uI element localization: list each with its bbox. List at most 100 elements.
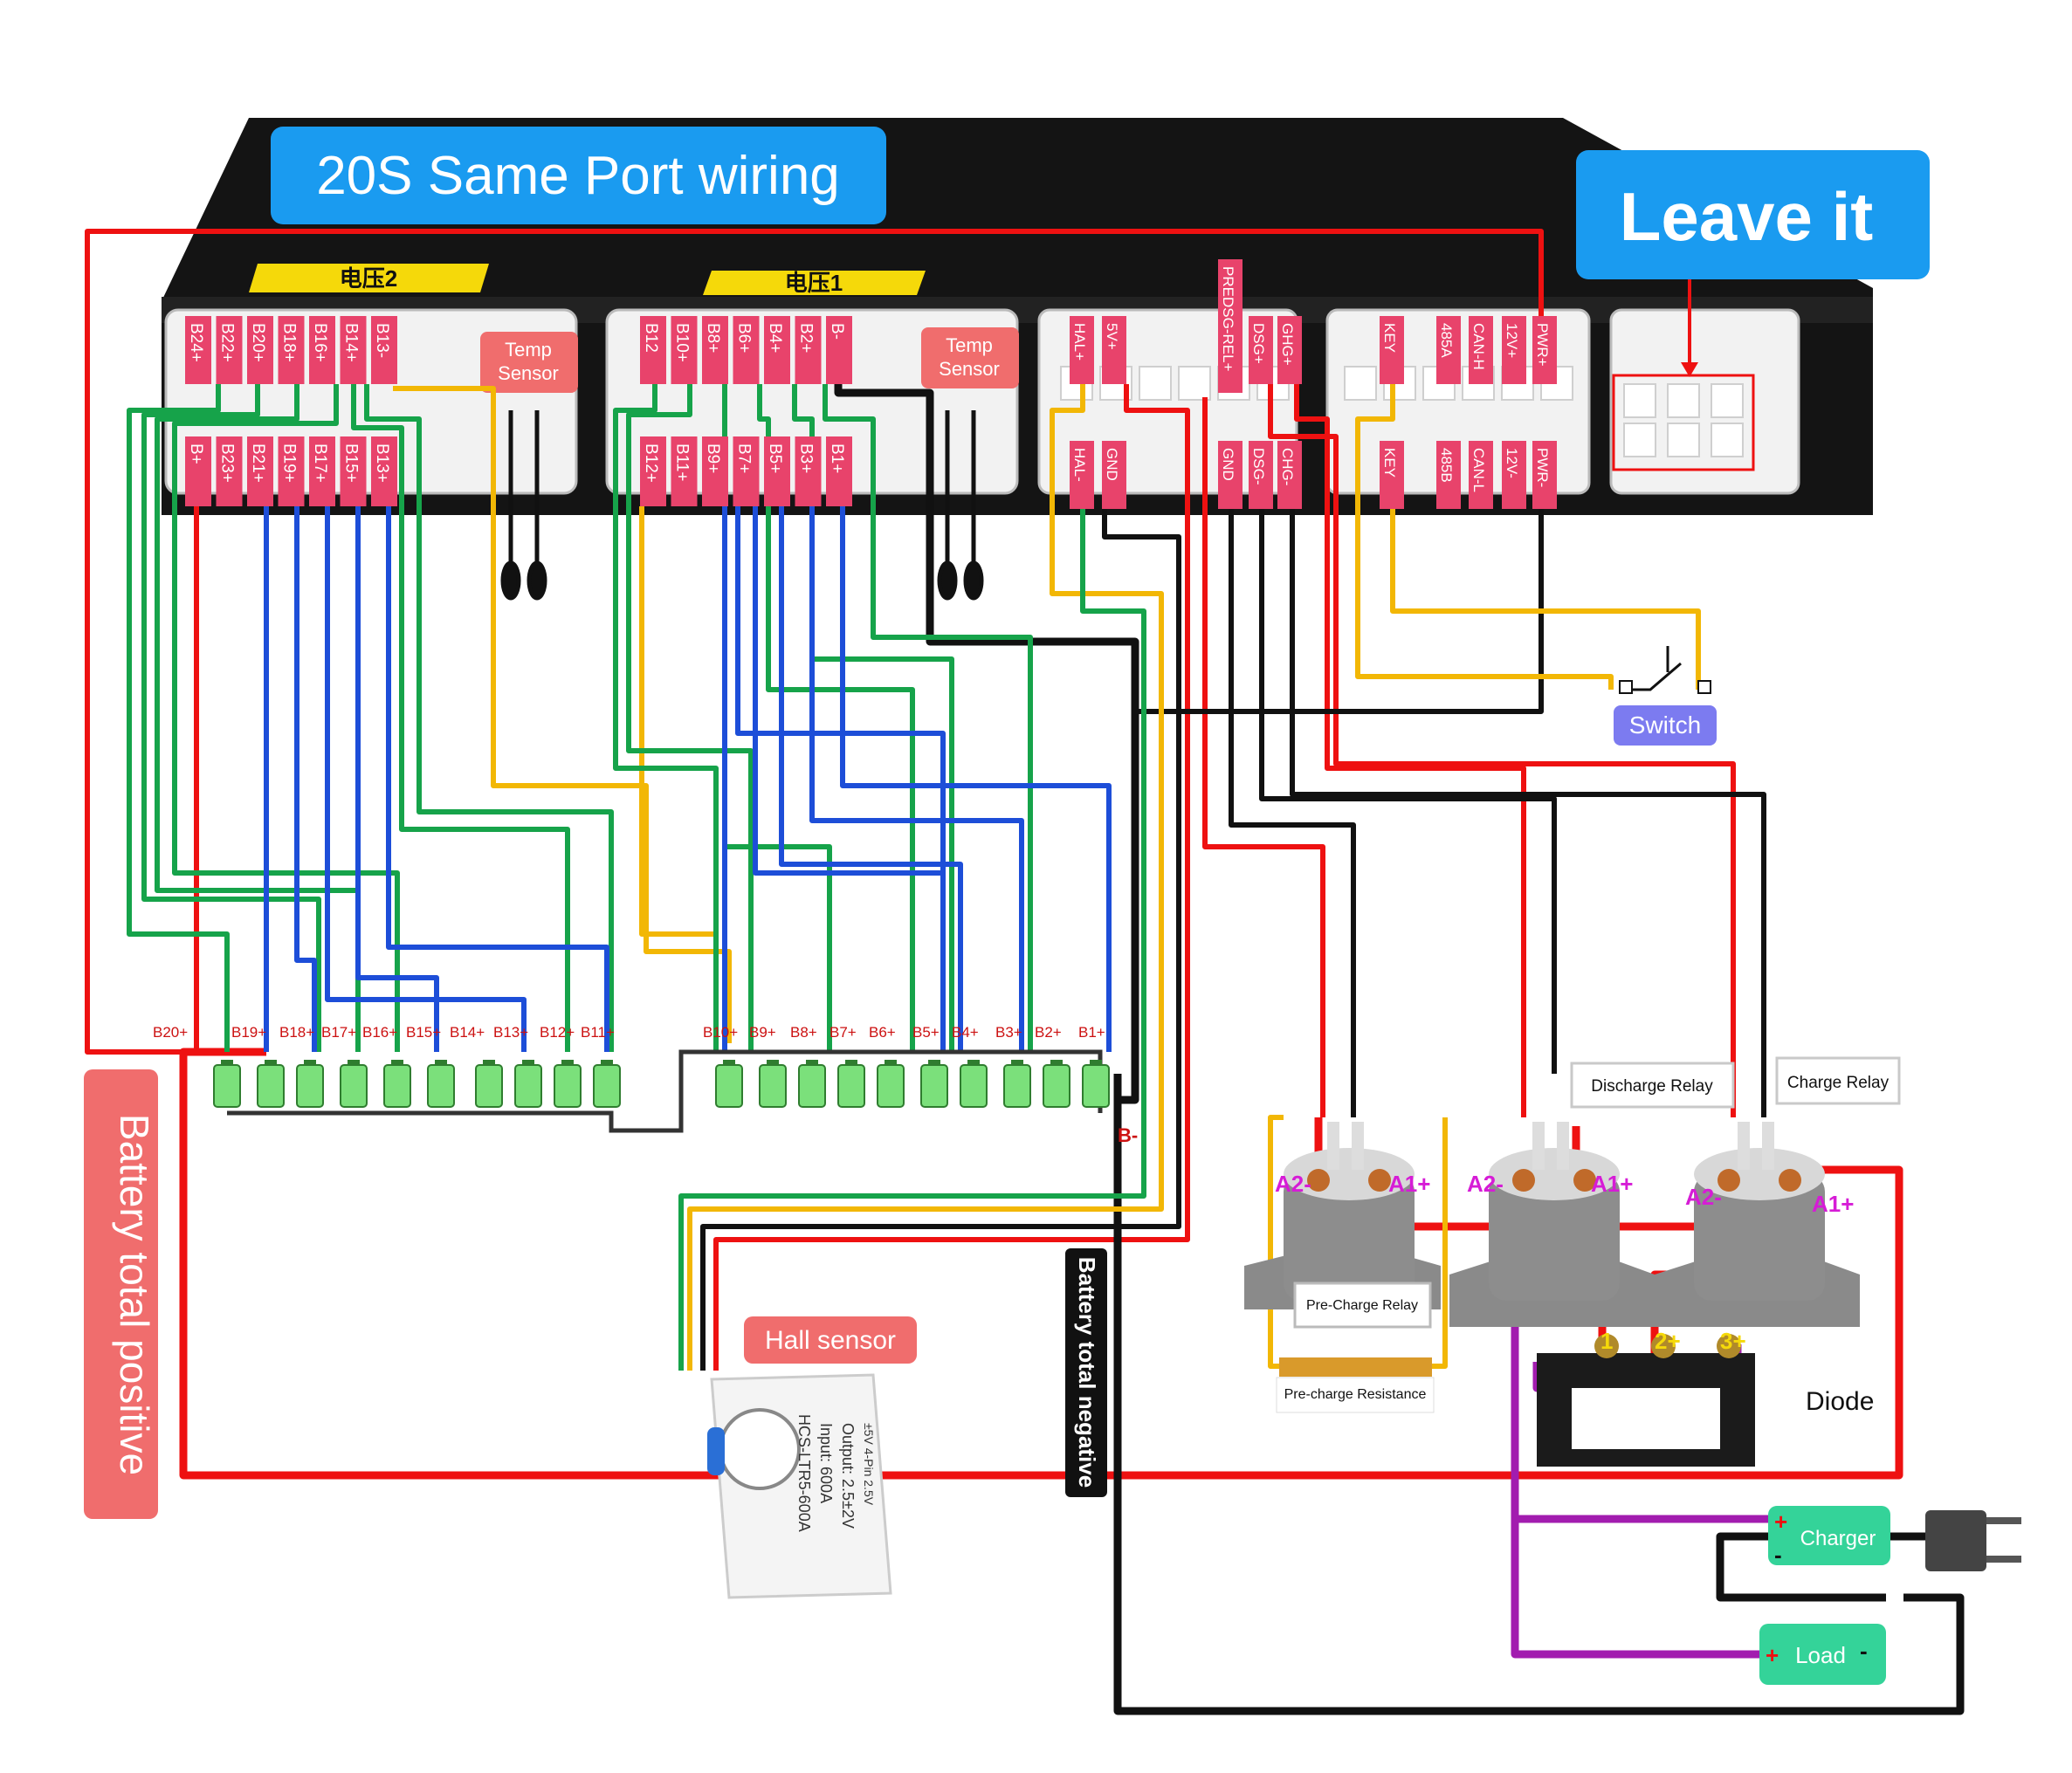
connector1-top-pin-label: B-	[828, 323, 846, 340]
control-bottom-pin-label: CHG-	[1279, 448, 1296, 485]
temp-sensor-label-2: Temp Sensor	[921, 327, 1019, 388]
charge-relay	[1655, 1122, 1860, 1327]
key-switch: Switch	[1614, 646, 1717, 746]
connector1-bottom-pin-label: B12+	[642, 443, 660, 483]
connector2-bottom-pin	[185, 436, 211, 506]
connector1-bottom-pin-label: B1+	[828, 443, 846, 473]
control-top-pin-label: CAN-H	[1470, 323, 1487, 370]
cell-tap-label: B1+	[1078, 1024, 1105, 1041]
battery-cell	[1003, 1064, 1031, 1108]
battery-cell-cap	[845, 1060, 857, 1065]
connector1-bottom-pin-label: B3+	[797, 443, 816, 473]
connector1-bottom-pin-label: B11+	[673, 443, 692, 482]
black-wire-hall-gnd	[700, 471, 1181, 1371]
control-top-pin-label: 485A	[1438, 323, 1455, 358]
cell-tap-label: B11+	[581, 1024, 615, 1041]
svg-text:Hall sensor: Hall sensor	[765, 1326, 896, 1355]
control-bottom-pin-label: DSG-	[1250, 448, 1267, 485]
charge-relay-label: Charge Relay	[1775, 1056, 1901, 1105]
battery-cell	[1043, 1064, 1070, 1108]
battery-cell-cap	[561, 1060, 574, 1065]
cell-tap-label: B12+	[540, 1024, 575, 1041]
battery-cell-cap	[767, 1060, 779, 1065]
connector2-top-pin-label: B14+	[342, 323, 361, 362]
connector1-top-pin-label: B10+	[673, 323, 692, 362]
control-bottom-pin	[1102, 441, 1126, 509]
connector1-top-pin-label: B8+	[704, 323, 722, 353]
connector1-bottom-pin-label: B7+	[735, 443, 754, 473]
battery-cell-cap	[435, 1060, 447, 1065]
control-bottom-pin-label: PWR-	[1534, 448, 1551, 487]
control-top-pin-label: 5V+	[1104, 323, 1120, 350]
battery-cell	[920, 1064, 948, 1108]
hall-sensor-label: Hall sensor	[744, 1316, 917, 1364]
load-module: + - Load	[1759, 1624, 1886, 1685]
connector2-bottom-pin	[340, 436, 367, 506]
red-wire-hall-supply	[713, 384, 1190, 1371]
svg-text:Pre-charge Resistance: Pre-charge Resistance	[1284, 1387, 1427, 1402]
connector2-bottom-pin	[309, 436, 335, 506]
connector2-top-pin	[278, 316, 305, 384]
leave-it-port-box	[1612, 374, 1755, 471]
battery-cell-cap	[522, 1060, 534, 1065]
svg-text:Leave it: Leave it	[1620, 178, 1874, 255]
connector1-bottom-pin	[640, 436, 666, 506]
connector1-top-pin	[640, 316, 666, 384]
connector2-top-pins: B24+B22+B20+B18+B16+B14+B13-	[185, 316, 397, 384]
temp-probe-1	[500, 410, 547, 601]
connector2-top-pin	[309, 316, 335, 384]
connector1-bottom-pin	[795, 436, 822, 506]
battery-cell-string	[213, 1049, 1110, 1133]
control-top-pin	[1070, 316, 1094, 384]
control-top-pin	[1249, 316, 1273, 384]
svg-text:A2-: A2-	[1467, 1171, 1504, 1197]
charger-module: + - Charger	[1768, 1506, 1890, 1568]
svg-text:Temp: Temp	[946, 334, 993, 356]
black-wire-dsg-minus	[1259, 489, 1557, 1074]
battery-cell-cap	[304, 1060, 316, 1065]
battery-cell	[715, 1064, 743, 1108]
temp-probe-2	[937, 410, 984, 601]
battery-cell	[877, 1064, 905, 1108]
cell-tap-label: B19+	[231, 1024, 266, 1041]
connector-control	[1037, 308, 1800, 495]
battery-cell-cap	[348, 1060, 360, 1065]
svg-text:+: +	[1774, 1508, 1787, 1535]
cell-tap-label: B8+	[790, 1024, 817, 1041]
connector2-bottom-pin-label: B21+	[249, 443, 267, 483]
control-top-pin-label: 12V+	[1504, 323, 1520, 358]
connector1-bottom-pin	[764, 436, 790, 506]
yellow-wire-key-top	[1355, 384, 1614, 690]
diode-label: Diode	[1806, 1387, 1874, 1416]
control-top-pin	[1502, 316, 1526, 384]
svg-text:Discharge Relay: Discharge Relay	[1591, 1077, 1713, 1096]
battery-cell	[1082, 1064, 1110, 1108]
precharge-resistance: Pre-charge Resistance	[1276, 1357, 1435, 1413]
temp-sensor-label-1: Temp Sensor	[480, 332, 578, 393]
connector2-bottom-pin	[278, 436, 305, 506]
battery-cell-cap	[806, 1060, 818, 1065]
connector2-top-pin-label: B18+	[280, 323, 299, 362]
svg-text:Pre-Charge Relay: Pre-Charge Relay	[1306, 1298, 1418, 1313]
svg-text:A2-: A2-	[1685, 1184, 1722, 1210]
cell-tap-label: B20+	[153, 1024, 188, 1041]
cell-series-link	[227, 1049, 1103, 1133]
connector1-top-pin	[826, 316, 852, 384]
svg-text:Battery total negative: Battery total negative	[1074, 1257, 1100, 1488]
green-wire-hal-minus	[678, 489, 1146, 1371]
relay-terminal-labels: A2- A1+ A2- A1+ A2- A1+	[1275, 1171, 1854, 1217]
control-top-pin-label: PREDSG-REL+	[1220, 266, 1236, 372]
connector2-bottom-pin	[216, 436, 243, 506]
battery-cell-cap	[967, 1060, 980, 1065]
switch-label: Switch	[1629, 711, 1701, 739]
connector2-top-pin	[247, 316, 273, 384]
connector1-bottom-pin	[671, 436, 698, 506]
battery-cell-cap	[928, 1060, 940, 1065]
control-top-pin-label: DSG+	[1250, 323, 1267, 364]
svg-text:HCS-LTR5-600A: HCS-LTR5-600A	[795, 1414, 813, 1532]
connector1-top-pin	[733, 316, 760, 384]
connector-tag-voltage2: 电压2	[249, 264, 489, 292]
cell-tap-label: B9+	[749, 1024, 776, 1041]
control-bottom-pin	[1532, 441, 1557, 509]
connector1-top-pin	[795, 316, 822, 384]
